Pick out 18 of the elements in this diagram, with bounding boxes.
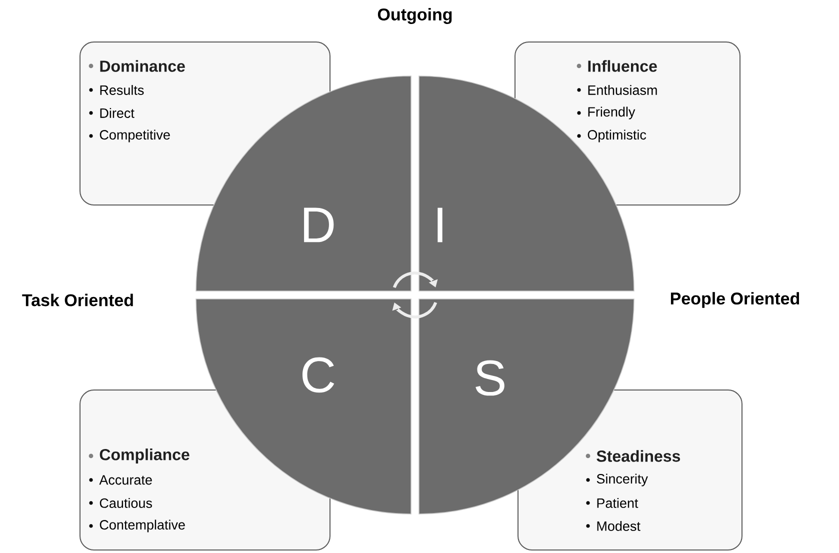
cycle-arrow bbox=[392, 272, 438, 288]
list-item: Direct bbox=[89, 108, 134, 118]
cycle-arrow bbox=[392, 302, 438, 318]
axis-label: People Oriented bbox=[670, 292, 800, 308]
list-item: Friendly bbox=[577, 106, 636, 120]
list-item: Results bbox=[89, 85, 144, 95]
card-heading: Dominance bbox=[88, 60, 185, 72]
axis-label: Task Oriented bbox=[22, 294, 133, 306]
list-item: Modest bbox=[586, 521, 640, 531]
axis-label: Outgoing bbox=[378, 8, 452, 24]
list-item: Accurate bbox=[89, 475, 152, 485]
quadrant: C bbox=[196, 298, 412, 514]
list-item: Competitive bbox=[89, 130, 170, 142]
card-heading: Compliance bbox=[88, 448, 190, 464]
list-item: Contemplative bbox=[89, 520, 185, 532]
card-heading: Influence bbox=[576, 60, 657, 72]
list-item: Cautious bbox=[89, 498, 152, 508]
quadrant: D bbox=[196, 76, 412, 292]
